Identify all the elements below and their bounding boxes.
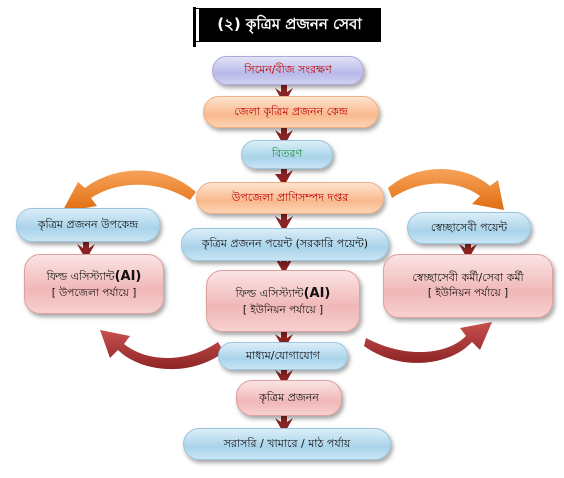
arrow-subcenter-fa — [77, 240, 95, 260]
vol-worker-level: [ ইউনিয়ন পর্যায়ে ] — [427, 287, 509, 300]
node-field-assistant-upazila: ফিল্ড এসিস্ট্যান্ট(AI) [ উপজেলা পর্যায়ে… — [24, 254, 164, 314]
node-govt-point-label: কৃত্রিম প্রজনন পয়েন্ট (সরকারি পয়েন্ট) — [201, 237, 369, 251]
arrow-ai-direct — [275, 414, 293, 434]
fa-left-ai-tag: (AI) — [114, 269, 142, 285]
node-medium-label: মাধ্যম/যোগাযোগ — [245, 348, 320, 362]
arrow-volpoint-worker — [459, 240, 477, 260]
node-direct-field: সরাসরি / খামারে / মাঠ পর্যায় — [183, 428, 391, 460]
arrow-upazila-govtpoint — [275, 212, 293, 232]
node-direct-label: সরাসরি / খামারে / মাঠ পর্যায় — [223, 436, 351, 450]
node-district-label: জেলা কৃত্রিম প্রজনন কেন্দ্র — [234, 104, 348, 118]
fa-mid-level: [ ইউনিয়ন পর্যায়ে ] — [242, 303, 324, 316]
arrow-medium-ai — [275, 366, 293, 386]
curved-arrow-right-bottom — [364, 322, 492, 363]
node-upazila-office-label: উপজেলা প্রাণিসম্পদ দপ্তর — [231, 190, 349, 204]
fa-left-level: [ উপজেলা পর্যায়ে ] — [51, 286, 137, 299]
node-sub-center-label: কৃত্রিম প্রজনন উপকেন্দ্র — [37, 217, 139, 231]
node-govt-point: কৃত্রিম প্রজনন পয়েন্ট (সরকারি পয়েন্ট) — [181, 228, 389, 261]
curved-arrow-left-top — [62, 170, 196, 212]
node-distribution-label: বিতরণ — [271, 147, 303, 161]
fa-mid-title: ফিল্ড এসিস্ট্যান্ট(AI) — [236, 285, 331, 303]
fa-left-title: ফিল্ড এসিস্ট্যান্ট(AI) — [47, 268, 142, 286]
arrow-district-distribution — [275, 126, 293, 146]
node-sub-center: কৃত্রিম প্রজনন উপকেন্দ্র — [16, 208, 160, 242]
fa-left-title-text: ফিল্ড এসিস্ট্যান্ট — [46, 270, 115, 284]
node-volunteer-point-label: স্বেচ্ছাসেবী পয়েন্ট — [430, 220, 508, 234]
node-ai-service-label: কৃত্রিম প্রজনন — [259, 390, 319, 404]
node-ai-service: কৃত্রিম প্রজনন — [236, 380, 342, 416]
node-semen-storage: সিমেন/বীজ সংরক্ষণ — [212, 56, 364, 85]
node-medium: মাধ্যম/যোগাযোগ — [218, 342, 348, 370]
arrow-fa-medium — [275, 330, 293, 350]
curved-arrow-right-top — [388, 168, 504, 210]
node-field-assistant-union: ফিল্ড এসিস্ট্যান্ট(AI) [ ইউনিয়ন পর্যায়… — [206, 270, 360, 332]
node-semen-label: সিমেন/বীজ সংরক্ষণ — [244, 63, 332, 77]
diagram-title: (২) কৃত্রিম প্রজনন সেবা — [195, 8, 381, 42]
vol-worker-title: স্বেচ্ছাসেবী কর্মী/সেবা কর্মী — [412, 271, 524, 285]
vertical-connectors — [77, 82, 477, 434]
title-accent-bar — [193, 7, 196, 47]
fa-mid-title-text: ফিল্ড এসিস্ট্যান্ট — [235, 287, 304, 301]
node-volunteer-point: স্বেচ্ছাসেবী পয়েন্ট — [407, 212, 531, 244]
node-volunteer-worker: স্বেচ্ছাসেবী কর্মী/সেবা কর্মী [ ইউনিয়ন … — [383, 254, 553, 318]
arrow-distribution-upazila — [275, 166, 293, 186]
arrow-semen-district — [275, 82, 293, 104]
node-district-center: জেলা কৃত্রিম প্রজনন কেন্দ্র — [203, 96, 379, 128]
node-upazila-office: উপজেলা প্রাণিসম্পদ দপ্তর — [196, 182, 384, 214]
fa-mid-ai-tag: (AI) — [303, 286, 331, 302]
curved-arrow-left-bottom — [100, 330, 224, 370]
node-distribution: বিতরণ — [241, 140, 333, 169]
arrow-govtpoint-fa — [275, 254, 293, 274]
